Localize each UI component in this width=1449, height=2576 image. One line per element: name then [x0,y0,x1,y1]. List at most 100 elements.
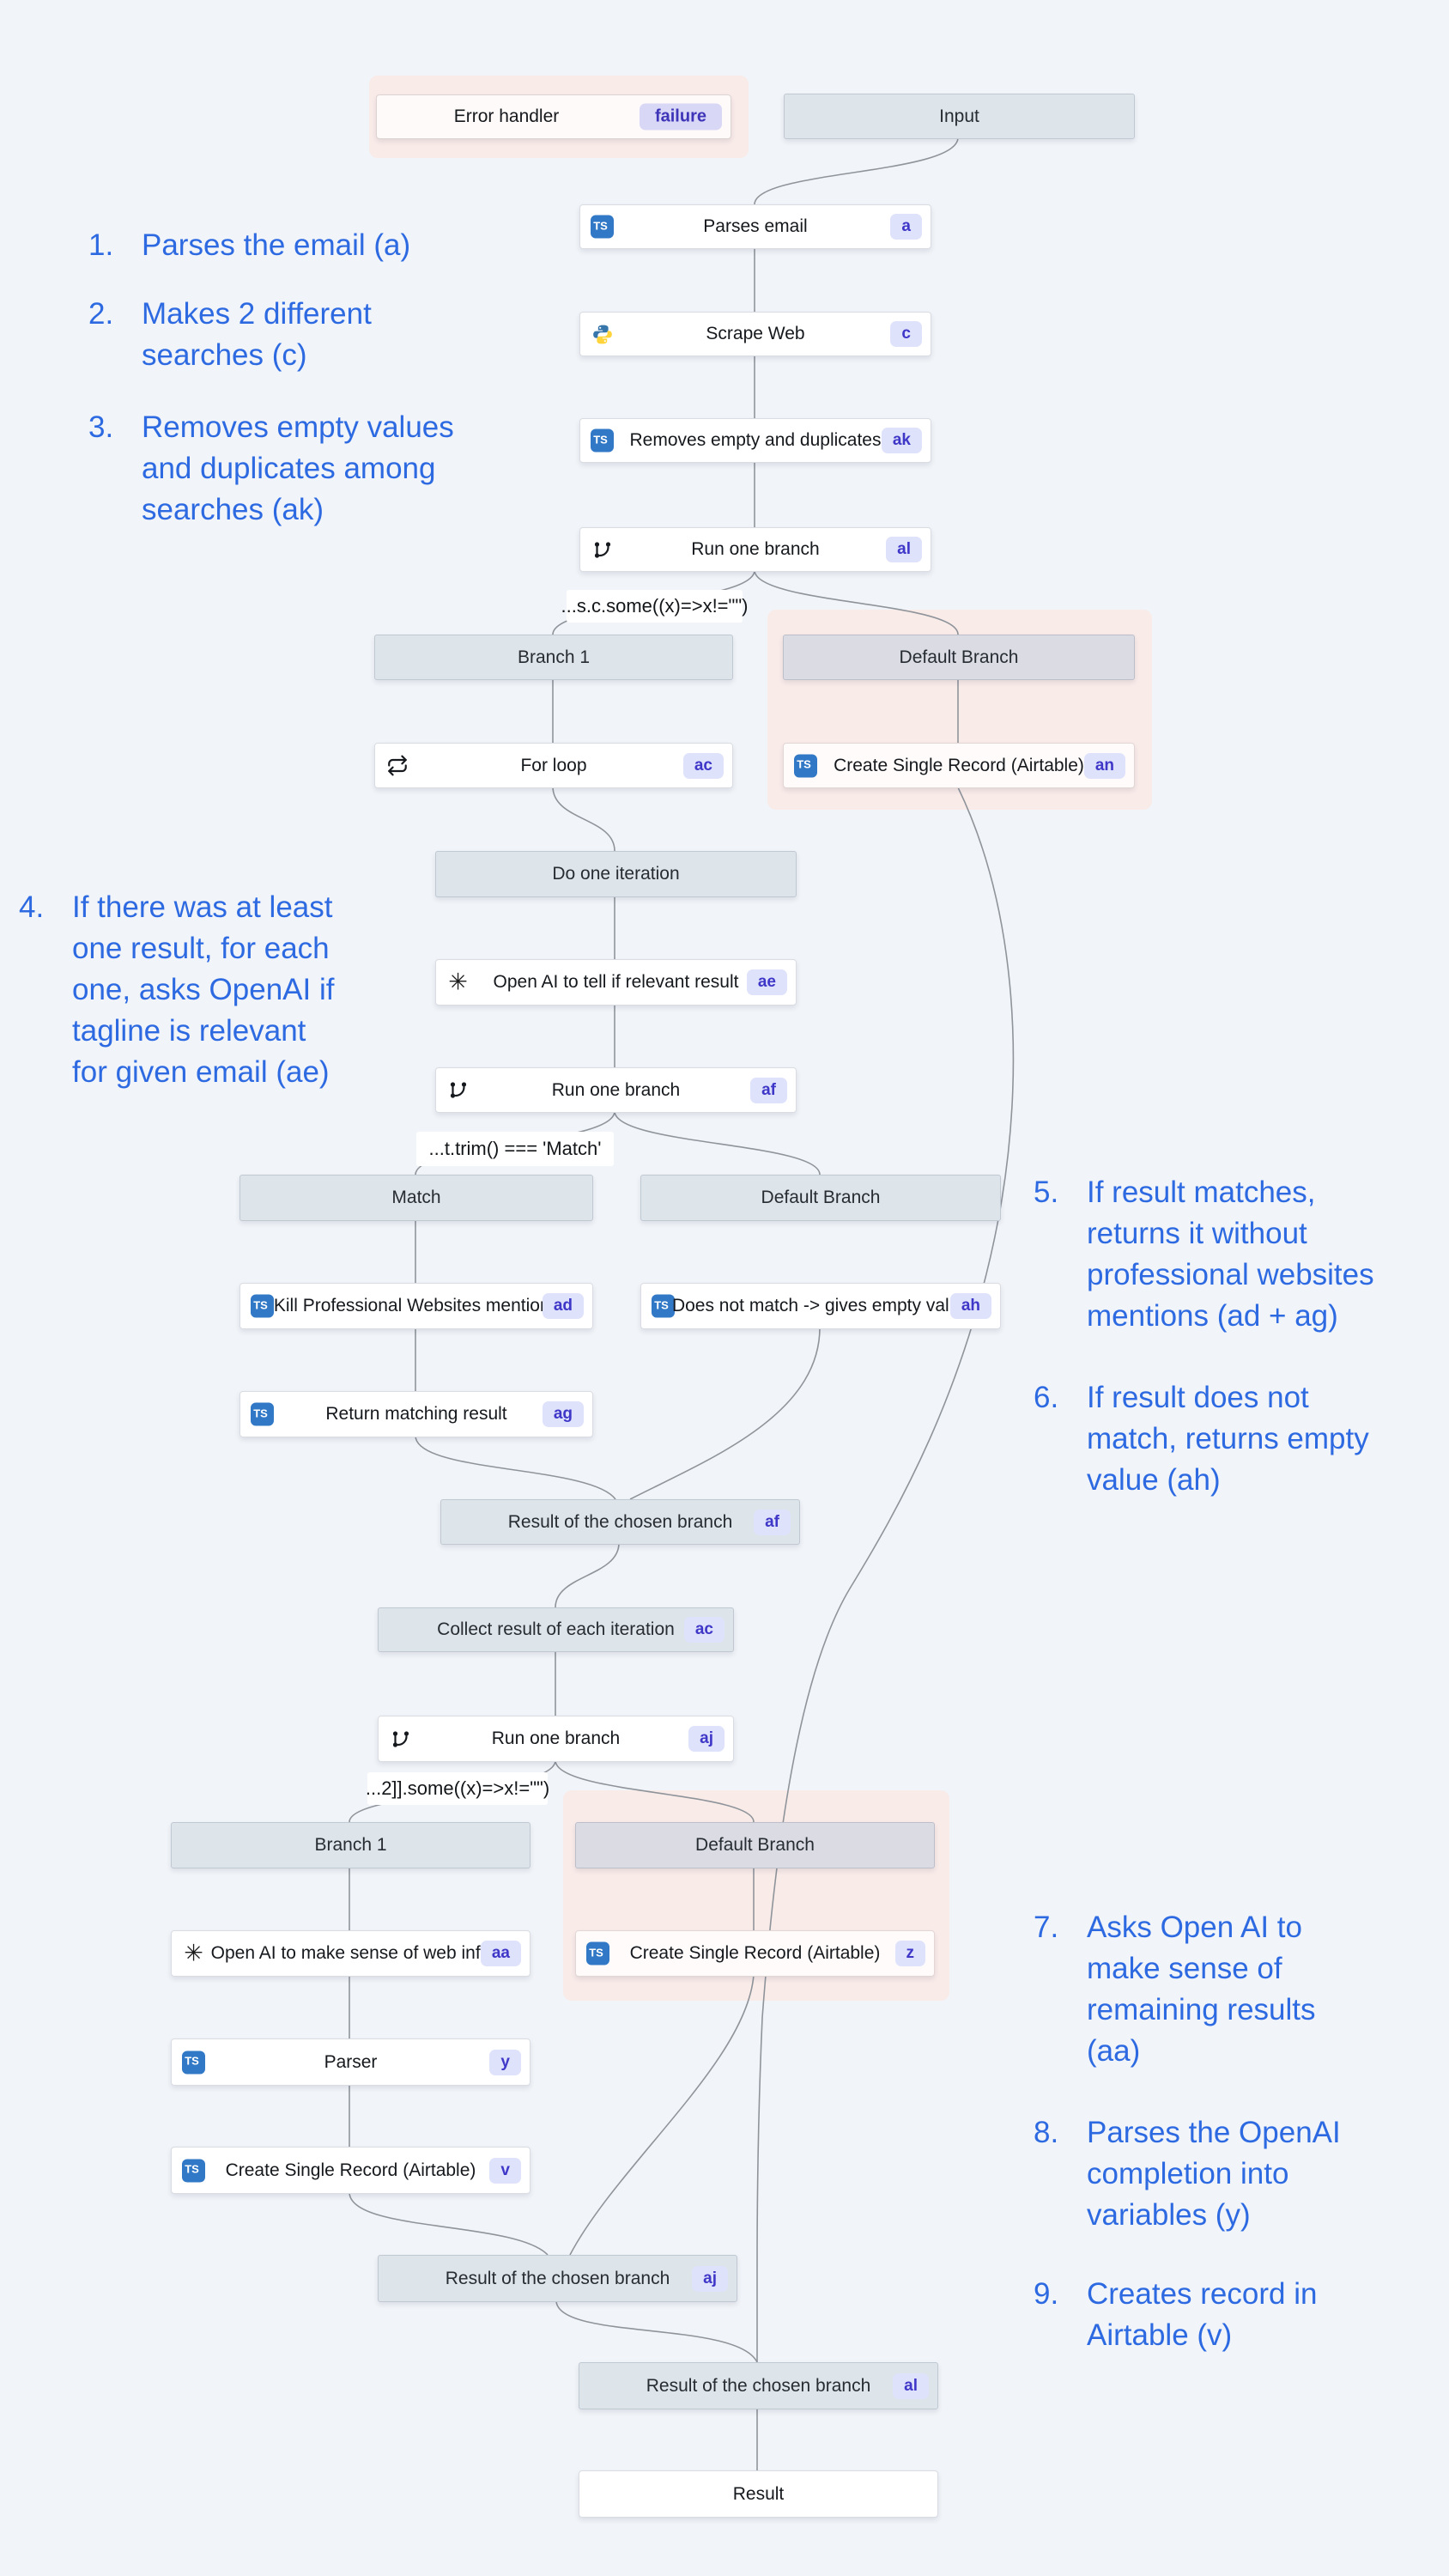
annotation-7: 7. Asks Open AI to make sense of remaini… [1034,1907,1316,2072]
node-badge: aj [688,1726,724,1752]
git-branch-icon [446,1078,470,1102]
node-openai-make-sense[interactable]: ✳ Open AI to make sense of web info aa [171,1930,530,1977]
node-badge: al [893,2372,929,2399]
annotation-2: 2. Makes 2 different searches (c) [88,294,372,376]
header-result-chosen-branch-af[interactable]: Result of the chosen branch af [440,1499,800,1545]
typescript-icon: TS [251,1402,274,1426]
header-label: Default Branch [695,1835,815,1855]
git-branch-icon [591,538,614,562]
node-badge: z [894,1941,925,1966]
header-label: Result of the chosen branch [646,2375,871,2396]
node-label: Scrape Web [706,324,805,343]
node-badge: aa [480,1941,521,1966]
node-label: Run one branch [551,1079,681,1100]
node-removes-empty-duplicates[interactable]: TS Removes empty and duplicates ak [579,418,931,463]
node-run-one-branch-aj[interactable]: Run one branch aj [378,1716,734,1762]
openai-icon: ✳ [184,1940,203,1966]
header-label: Collect result of each iteration [437,1619,675,1639]
annotation-text: Parses the OpenAI completion into variab… [1087,2116,1341,2232]
header-branch-1[interactable]: Branch 1 [374,635,733,680]
header-label: Default Branch [899,647,1019,667]
node-for-loop[interactable]: For loop ac [374,743,733,788]
header-label: Branch 1 [517,647,591,667]
node-create-single-record-z[interactable]: TS Create Single Record (Airtable) z [575,1930,935,1977]
typescript-icon: TS [251,1294,274,1318]
node-badge: ak [881,428,922,453]
typescript-icon: TS [591,428,614,453]
node-label: Parses email [703,216,808,236]
header-label: Default Branch [761,1188,881,1207]
node-label: Open AI to tell if relevant result [493,972,739,992]
loop-icon [385,754,409,777]
node-badge: af [754,1509,791,1535]
header-label: Do one iteration [552,864,680,884]
typescript-icon: TS [591,215,614,239]
node-badge: ag [542,1401,584,1427]
header-result-chosen-branch-al[interactable]: Result of the chosen branch al [579,2362,938,2409]
header-collect-result-iteration[interactable]: Collect result of each iteration ac [378,1607,734,1652]
branch-condition-label: ...s.c.some((x)=>x!="") [561,590,748,623]
annotation-4: 4. If there was at least one result, for… [19,887,334,1093]
node-create-single-record-an[interactable]: TS Create Single Record (Airtable) an [783,743,1135,788]
node-badge: al [886,537,922,562]
node-kill-professional-websites[interactable]: TS Kill Professional Websites mentions a… [239,1283,593,1329]
node-label: Result [732,2483,785,2504]
node-return-matching-result[interactable]: TS Return matching result ag [239,1391,593,1437]
header-result-chosen-branch-aj[interactable]: Result of the chosen branch aj [378,2255,737,2302]
node-run-one-branch-al[interactable]: Run one branch al [579,527,931,572]
typescript-icon: TS [586,1941,609,1965]
openai-icon: ✳ [448,969,468,995]
header-branch-1-b[interactable]: Branch 1 [171,1822,530,1868]
annotation-3: 3. Removes empty values and duplicates a… [88,407,454,531]
annotation-text: If there was at least one result, for ea… [72,890,335,1089]
node-label: Parser [324,2051,378,2072]
header-match[interactable]: Match [239,1175,593,1221]
node-parser[interactable]: TS Parser y [171,2038,530,2086]
git-branch-icon [389,1728,412,1751]
annotation-text: If result matches, returns it without pr… [1087,1176,1374,1333]
node-badge: ac [682,752,724,779]
annotation-text: Asks Open AI to make sense of remaining … [1087,1911,1316,2068]
node-label: Kill Professional Websites mentions [273,1296,560,1315]
annotation-number: 2. [88,297,114,331]
node-label: Run one branch [491,1728,621,1748]
node-openai-tell-relevant[interactable]: ✳ Open AI to tell if relevant result ae [435,959,797,1005]
node-label: Create Single Record (Airtable) [629,1943,881,1963]
typescript-icon: TS [182,2159,205,2182]
branch-condition-label: ...t.trim() === 'Match' [416,1132,614,1166]
header-default-branch-3[interactable]: Default Branch [575,1822,935,1868]
node-input[interactable]: Input [784,94,1135,139]
node-badge: ae [746,969,787,995]
node-label: Create Single Record (Airtable) [834,755,1084,775]
node-label: Does not match -> gives empty value [671,1296,970,1315]
node-create-single-record-v[interactable]: TS Create Single Record (Airtable) v [171,2147,530,2194]
annotation-6: 6. If result does not match, returns emp… [1034,1377,1369,1501]
node-label: Run one branch [691,539,820,559]
header-default-branch-2[interactable]: Default Branch [640,1175,1001,1221]
node-badge: ad [542,1293,584,1319]
node-badge: af [750,1077,787,1103]
node-badge: c [890,321,922,347]
annotation-number: 9. [1034,2277,1059,2311]
node-label: Return matching result [325,1404,507,1424]
node-scrape-web[interactable]: Scrape Web c [579,312,931,356]
node-error-handler[interactable]: Error handler failure [376,94,731,139]
header-default-branch[interactable]: Default Branch [783,635,1135,680]
typescript-icon: TS [652,1294,675,1318]
annotation-5: 5. If result matches, returns it without… [1034,1172,1374,1337]
node-badge: an [1083,752,1125,779]
python-icon [591,323,614,346]
annotation-number: 8. [1034,2116,1059,2149]
node-parses-email[interactable]: TS Parses email a [579,204,931,249]
branch-condition-label: ...2]].some((x)=>x!="") [366,1772,549,1805]
annotation-text: Removes empty values and duplicates amon… [142,410,454,526]
node-badge: ah [949,1293,991,1319]
node-label: Input [939,106,979,126]
header-label: Match [391,1188,441,1207]
node-run-one-branch-af[interactable]: Run one branch af [435,1067,797,1113]
annotation-1: 1. Parses the email (a) [88,225,410,266]
header-do-one-iteration[interactable]: Do one iteration [435,851,797,897]
node-result[interactable]: Result [579,2470,938,2518]
node-does-not-match-empty[interactable]: TS Does not match -> gives empty value a… [640,1283,1001,1329]
